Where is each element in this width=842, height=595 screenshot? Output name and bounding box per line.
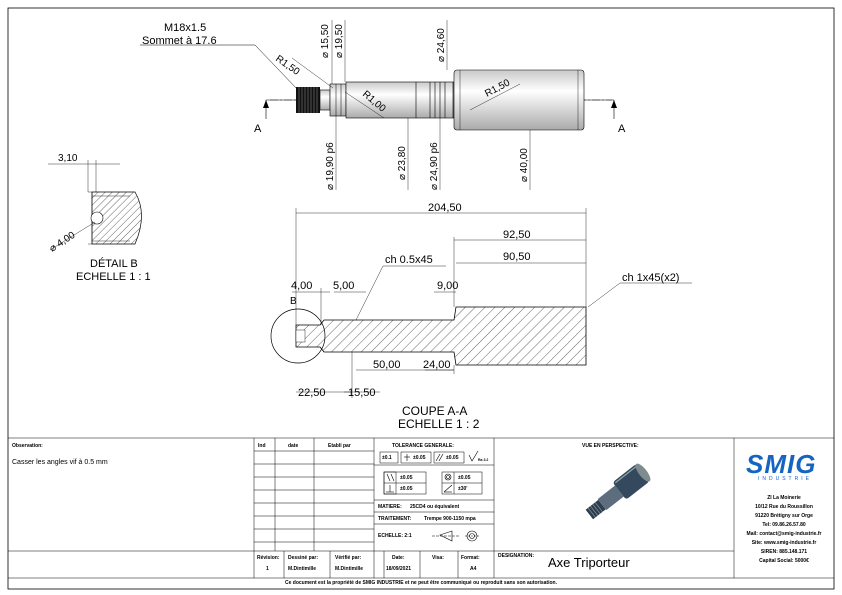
date-label: Date: bbox=[392, 555, 405, 561]
company-siren: SIREN: 885.148.171 bbox=[760, 549, 808, 555]
company-site: Site: www.smig-industrie.fr bbox=[751, 540, 817, 546]
dim-5000: 50,00 bbox=[373, 359, 401, 371]
rev-col-date: date bbox=[288, 443, 299, 449]
detail-ref: B bbox=[290, 296, 297, 307]
sheet-border bbox=[7, 7, 835, 590]
dim-1550: 15,50 bbox=[348, 387, 376, 399]
dim-400: 4,00 bbox=[291, 280, 312, 292]
dim-d1990: ⌀ 19,90 p6 bbox=[325, 142, 336, 190]
tol-angle: ±30' bbox=[458, 486, 468, 492]
section-a-a: B 204,50 92,50 90,50 4,00 5,00 9,00 50,0… bbox=[270, 202, 692, 431]
top-view: A A M18x1.5 Sommet à 17.6 R1,50 R1,00 R1… bbox=[140, 20, 626, 190]
company-capital: Capital Social: 5000€ bbox=[759, 558, 809, 564]
traitement-value: Trempe 900-1150 mpa bbox=[424, 516, 476, 522]
radius-1: R1,50 bbox=[273, 53, 302, 78]
detail-scale: ECHELLE 1 : 1 bbox=[76, 271, 151, 283]
title-block-grid bbox=[8, 438, 834, 579]
tol-conc: ±0.05 bbox=[458, 475, 471, 481]
dim-d1950: ⌀ 19,50 bbox=[334, 24, 345, 58]
rev-col-ind: Ind bbox=[258, 443, 266, 449]
dim-d4000: ⌀ 40,00 bbox=[519, 148, 530, 182]
observation-label: Observation: bbox=[12, 443, 43, 449]
format-label: Format: bbox=[461, 555, 480, 561]
format-value: A4 bbox=[470, 566, 477, 572]
company-logo: SMIG INDUSTRIE bbox=[746, 449, 824, 482]
section-label-left: A bbox=[254, 123, 262, 135]
matiere-label: MATIERE: bbox=[378, 504, 402, 510]
thread-note: Sommet à 17.6 bbox=[142, 35, 217, 47]
perspective-view bbox=[585, 463, 651, 520]
tol-rough: Ra 3.2 bbox=[478, 458, 489, 462]
verifie-label: Vérifié par: bbox=[335, 555, 362, 561]
company-address1: ZI La Moinerie bbox=[767, 495, 801, 501]
tol-pos: ±0.05 bbox=[413, 455, 426, 461]
section-label-right: A bbox=[618, 123, 626, 135]
company-mail: Mail: contact@smig-industrie.fr bbox=[746, 531, 822, 537]
matiere-value: 25CD4 ou équivalent bbox=[410, 504, 460, 510]
verifie-value: M.Dintimille bbox=[335, 566, 364, 572]
date-value: 18/09/2021 bbox=[386, 566, 412, 572]
echelle-label: ECHELLE: 2:1 bbox=[378, 533, 412, 539]
company-info: ZI La Moinerie 10/12 Rue du Roussillon 9… bbox=[738, 494, 830, 566]
dim-total: 204,50 bbox=[428, 202, 462, 214]
section-scale: ECHELLE 1 : 2 bbox=[398, 417, 480, 431]
dim-d1550: ⌀ 15,50 bbox=[320, 24, 331, 58]
logo-text: SMIG bbox=[746, 449, 817, 479]
footer-notice: Ce document est la propriété de SMIG IND… bbox=[285, 580, 557, 586]
logo-subtext: INDUSTRIE bbox=[758, 476, 812, 482]
tol-par: ±0.05 bbox=[400, 475, 413, 481]
perspective-label: VUE EN PERSPECTIVE: bbox=[582, 443, 639, 449]
detail-dim-d4: ⌀ 4,00 bbox=[48, 230, 78, 255]
chamfer-05: ch 0.5x45 bbox=[385, 254, 433, 266]
dim-500: 5,00 bbox=[333, 280, 354, 292]
rev-col-etabli: Etabli par bbox=[328, 443, 351, 449]
revision-value: 1 bbox=[266, 566, 269, 572]
tolerance-label: TOLERANCE GENERALE: bbox=[392, 443, 454, 449]
detail-dim-310: 3,10 bbox=[58, 153, 78, 164]
detail-title: DÉTAIL B bbox=[90, 257, 138, 270]
chamfer-1: ch 1x45(x2) bbox=[622, 272, 679, 284]
company-address3: 91220 Brétigny sur Orge bbox=[755, 513, 813, 519]
dim-2250: 22,50 bbox=[298, 387, 326, 399]
company-phone: Tel: 09.86.26.57.80 bbox=[762, 522, 806, 528]
dim-d2490: ⌀ 24,90 p6 bbox=[429, 142, 440, 190]
observation-text: Casser les angles vif à 0.5 mm bbox=[12, 459, 108, 466]
dim-9050: 90,50 bbox=[503, 251, 531, 263]
dim-2400: 24,00 bbox=[423, 359, 451, 371]
dim-d2380: ⌀ 23,80 bbox=[397, 146, 408, 180]
detail-b: 3,10 ⌀ 4,00 DÉTAIL B ECHELLE 1 : 1 bbox=[48, 153, 151, 283]
designation-label: DESIGNATION: bbox=[498, 553, 535, 559]
traitement-label: TRAITEMENT: bbox=[378, 516, 412, 522]
designation-value: Axe Triporteur bbox=[548, 555, 630, 570]
dim-d2460: ⌀ 24,60 bbox=[436, 28, 447, 62]
dessine-label: Dessiné par: bbox=[288, 555, 319, 561]
company-address2: 10/12 Rue du Roussillon bbox=[755, 504, 813, 510]
section-title: COUPE A-A bbox=[402, 404, 467, 418]
dessine-value: M.Dintimille bbox=[288, 566, 317, 572]
tol-pm: ±0.1 bbox=[382, 455, 392, 461]
thread-spec: M18x1.5 bbox=[164, 22, 206, 34]
revision-label: Révision: bbox=[257, 555, 280, 561]
tol-perp: ±0.05 bbox=[400, 486, 413, 492]
tol-flat: ±0.05 bbox=[446, 455, 459, 461]
visa-label: Visa: bbox=[432, 555, 444, 561]
dim-900: 9,00 bbox=[437, 280, 458, 292]
dim-9250: 92,50 bbox=[503, 229, 531, 241]
